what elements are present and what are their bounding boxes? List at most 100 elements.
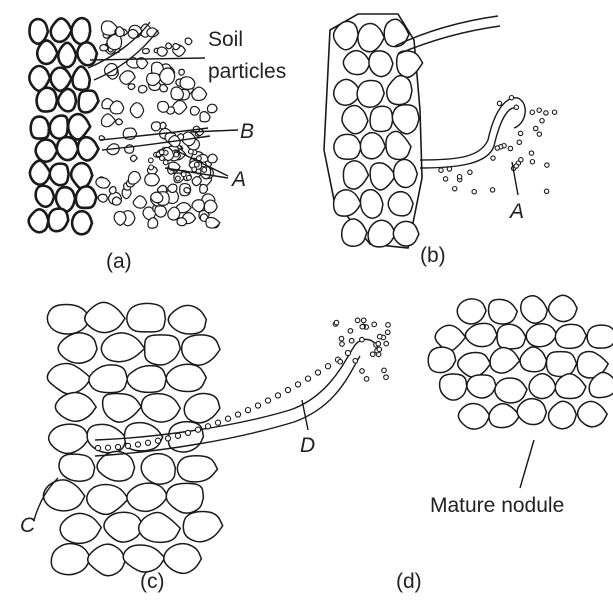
nodule-cell bbox=[521, 296, 548, 323]
nodule-cell bbox=[526, 324, 557, 347]
soil-particle bbox=[192, 200, 204, 212]
root-cell bbox=[36, 186, 54, 207]
soil-particle bbox=[168, 207, 180, 220]
root-cell bbox=[51, 68, 72, 91]
rhizobium-bacterium bbox=[163, 160, 168, 165]
infection-thread-bacterium bbox=[295, 382, 300, 387]
cortex-cell bbox=[104, 512, 144, 542]
cortex-cell bbox=[182, 335, 220, 365]
cortex-cell bbox=[184, 393, 220, 422]
root-cell bbox=[370, 106, 393, 131]
rhizobium-bacterium bbox=[490, 188, 494, 192]
rhizobium-bacterium bbox=[372, 322, 377, 327]
cortex-cell bbox=[168, 305, 206, 334]
infection-thread-bacterium bbox=[95, 445, 100, 450]
root-cell bbox=[37, 40, 57, 63]
soil-particle bbox=[151, 192, 163, 203]
rhizobium-bacterium bbox=[518, 131, 522, 135]
soil-particle bbox=[192, 87, 207, 100]
rhizobium-bacterium bbox=[385, 330, 390, 335]
cortex-cell bbox=[141, 394, 180, 422]
root-cell bbox=[72, 66, 89, 89]
root-cell bbox=[71, 18, 90, 44]
root-cell bbox=[369, 51, 393, 77]
soil-particle bbox=[179, 69, 185, 75]
infection-thread-bacterium bbox=[115, 444, 120, 449]
soil-particle bbox=[185, 38, 192, 45]
soil-particle bbox=[116, 27, 125, 37]
cortex-cell bbox=[85, 302, 125, 332]
infection-thread-bacterium bbox=[225, 416, 230, 421]
rhizobium-bacterium bbox=[197, 156, 202, 161]
cortex-cell bbox=[139, 513, 181, 543]
rhizobium-bacterium bbox=[353, 358, 358, 363]
rhizobium-bacterium bbox=[181, 172, 186, 177]
nodule-cell bbox=[549, 295, 578, 321]
nodule-cell bbox=[458, 353, 491, 378]
cortex-cell bbox=[101, 333, 144, 362]
root-cell bbox=[72, 211, 92, 234]
rhizobium-bacterium bbox=[149, 165, 154, 170]
nodule-cell bbox=[428, 347, 456, 373]
infection-thread-bacterium bbox=[175, 433, 180, 438]
infection-thread-bacterium bbox=[125, 443, 130, 448]
root-cell bbox=[71, 163, 92, 188]
nodule-cell bbox=[495, 378, 527, 403]
rhizobium-bacterium bbox=[537, 108, 541, 112]
cortex-cell bbox=[123, 545, 165, 572]
soil-particle bbox=[204, 200, 217, 213]
root-cell bbox=[79, 91, 99, 113]
rhizobium-bacterium bbox=[457, 175, 461, 179]
rhizobium-bacterium bbox=[384, 375, 389, 380]
infection-thread-bacterium bbox=[105, 445, 110, 450]
panel-d-nodule-cells bbox=[428, 295, 613, 429]
cortex-cell bbox=[89, 365, 127, 393]
root-cell bbox=[57, 137, 78, 160]
rhizobium-bacterium bbox=[174, 152, 179, 157]
rhizobium-bacterium bbox=[348, 329, 353, 334]
soil-particle bbox=[98, 194, 107, 202]
panel-a-root-hair-in-soil: Soil particles B A (a) bbox=[29, 18, 287, 273]
d-label: D bbox=[300, 434, 315, 457]
cortex-cell bbox=[58, 333, 97, 363]
nodule-cell bbox=[458, 403, 489, 429]
soil-label-line-2: particles bbox=[208, 60, 286, 83]
root-cell bbox=[393, 221, 419, 246]
rhizobium-bacterium bbox=[339, 336, 344, 341]
infection-thread-bacterium bbox=[215, 420, 220, 425]
cortex-cell bbox=[177, 456, 217, 482]
rhizobium-bacterium bbox=[370, 352, 375, 357]
infection-thread-bacterium bbox=[185, 430, 190, 435]
mature-nodule-label: Mature nodule bbox=[430, 494, 564, 517]
infection-thread-bacterium bbox=[205, 424, 210, 429]
soil-particle bbox=[145, 174, 160, 186]
rhizobium-bacterium bbox=[468, 170, 472, 174]
rhizobium-bacterium bbox=[545, 163, 549, 167]
soil-particle bbox=[128, 84, 135, 90]
c-label: C bbox=[20, 514, 36, 537]
soil-particle bbox=[148, 218, 158, 228]
infection-thread-bacterium bbox=[275, 393, 280, 398]
rhizobium-bacterium bbox=[364, 377, 369, 382]
rhizobium-bacterium bbox=[187, 175, 192, 180]
soil-particle bbox=[101, 114, 115, 127]
rhizobium-bacterium bbox=[360, 324, 365, 329]
panel-c-infection-thread: D C (c) bbox=[20, 302, 390, 593]
caption-d: (d) bbox=[396, 570, 422, 593]
cortex-cell bbox=[60, 513, 101, 543]
root-cell bbox=[37, 88, 57, 112]
rhizobium-bacterium bbox=[340, 342, 345, 347]
rhizobium-bacterium bbox=[453, 187, 457, 191]
rhizobium-bacterium bbox=[189, 149, 194, 154]
nodule-cell bbox=[546, 352, 576, 377]
infection-thread-bacterium bbox=[245, 408, 250, 413]
cortex-cell bbox=[127, 303, 166, 332]
soil-particle bbox=[116, 119, 123, 125]
rhizobium-bacterium bbox=[544, 189, 548, 193]
root-cell bbox=[78, 137, 99, 160]
soil-particle bbox=[130, 103, 143, 118]
root-cell bbox=[397, 51, 423, 77]
rhizobium-bacterium bbox=[443, 177, 447, 181]
soil-particle bbox=[128, 171, 140, 184]
root-cell bbox=[58, 43, 76, 67]
